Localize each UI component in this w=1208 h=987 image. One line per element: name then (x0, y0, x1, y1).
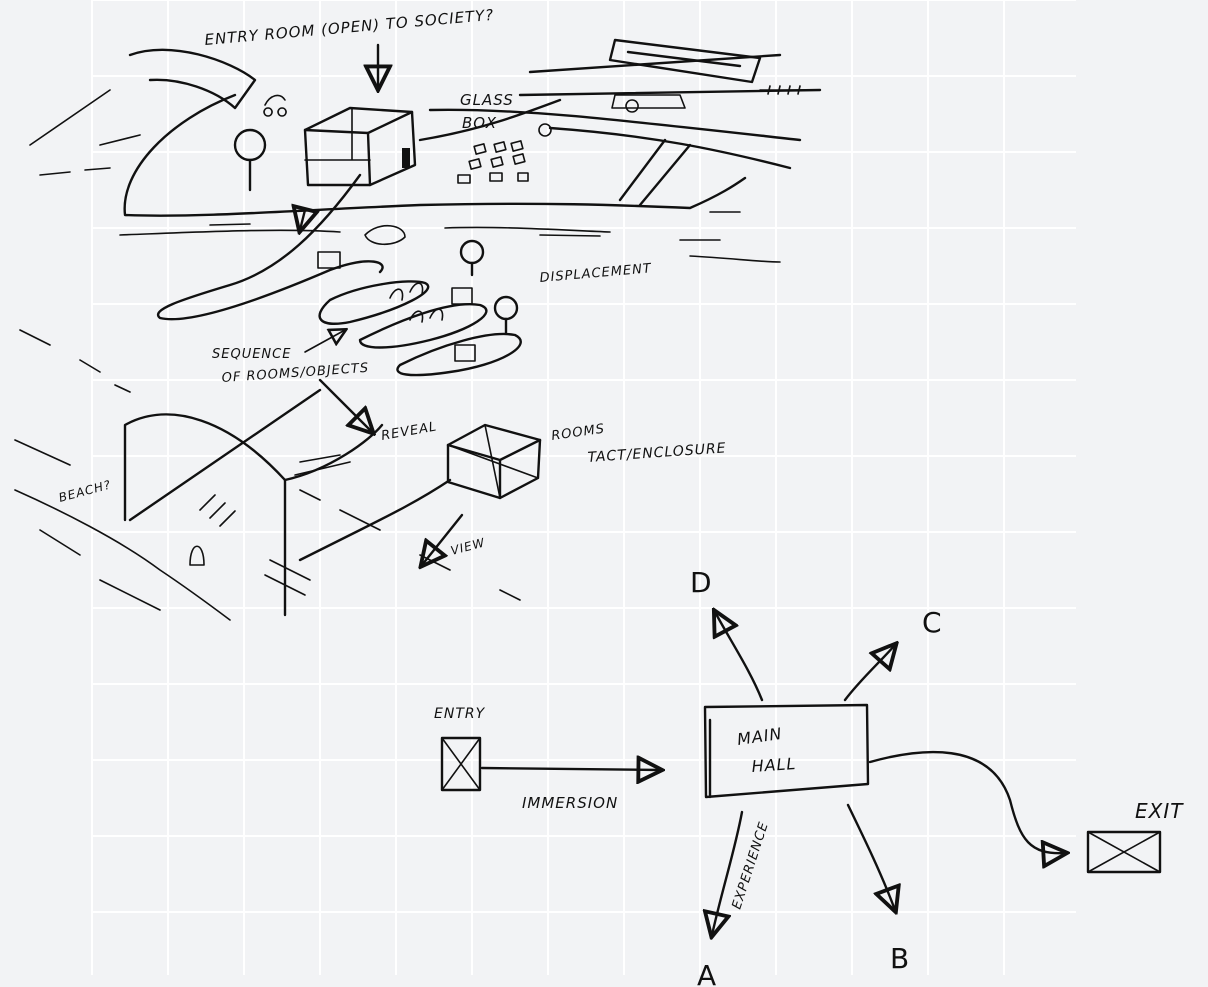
room-square (452, 288, 472, 304)
arrow-to-b (848, 805, 895, 910)
node-c-label: C (922, 606, 942, 639)
car-icon (612, 95, 685, 112)
reveal-label: REVEAL (380, 419, 438, 444)
rooms-box (448, 425, 540, 498)
entry-room-box (305, 108, 415, 185)
flow-diagram: ENTRY IMMERSION MAIN HALL EXPERIENCE D C… (434, 566, 1184, 987)
arrow-to-exit (870, 752, 1065, 853)
tree-icon (235, 130, 265, 160)
glass-box-label-1: GLASS (460, 91, 514, 109)
main-hall-label-2: HALL (751, 754, 797, 776)
rooms-label: ROOMS (550, 422, 606, 444)
view-arrow (422, 515, 462, 565)
displacement-label: DISPLACEMENT (539, 261, 652, 286)
glass-box-squares (458, 141, 528, 183)
rooms-view-line (300, 480, 450, 560)
arrow-to-a (712, 812, 742, 935)
background-grid (92, 0, 1076, 975)
sequence-loops (158, 175, 382, 319)
exit-label: EXIT (1135, 799, 1184, 823)
experience-label: EXPERIENCE (730, 820, 772, 911)
arrow-to-d (715, 612, 762, 700)
glass-box-label-2: BOX (462, 114, 497, 132)
ripples (120, 212, 780, 262)
entry-room-label: ENTRY ROOM (OPEN) TO SOCIETY? (204, 6, 495, 49)
tact-enclosure-label: TACT/ENCLOSURE (587, 440, 727, 466)
sequence-label-1: SEQUENCE (212, 347, 291, 362)
node-d-label: D (690, 566, 712, 599)
entry-label: ENTRY (434, 706, 486, 722)
beach-label: BEACH? (57, 477, 113, 504)
tree-icon (495, 297, 517, 319)
bike-icon (539, 124, 551, 136)
entry-box (442, 738, 480, 790)
reveal-arrow (320, 380, 372, 432)
cyclist-icon (264, 95, 286, 116)
bridge-shape (130, 50, 255, 108)
exit-box (1088, 832, 1160, 872)
site-outline (125, 95, 745, 216)
immersion-label: IMMERSION (522, 794, 618, 812)
immersion-arrow (482, 768, 660, 770)
main-hall-box (705, 705, 868, 797)
view-label: VIEW (449, 535, 487, 558)
node-a-label: A (697, 959, 716, 987)
node-b-label: B (890, 942, 909, 975)
room-square (318, 252, 340, 268)
